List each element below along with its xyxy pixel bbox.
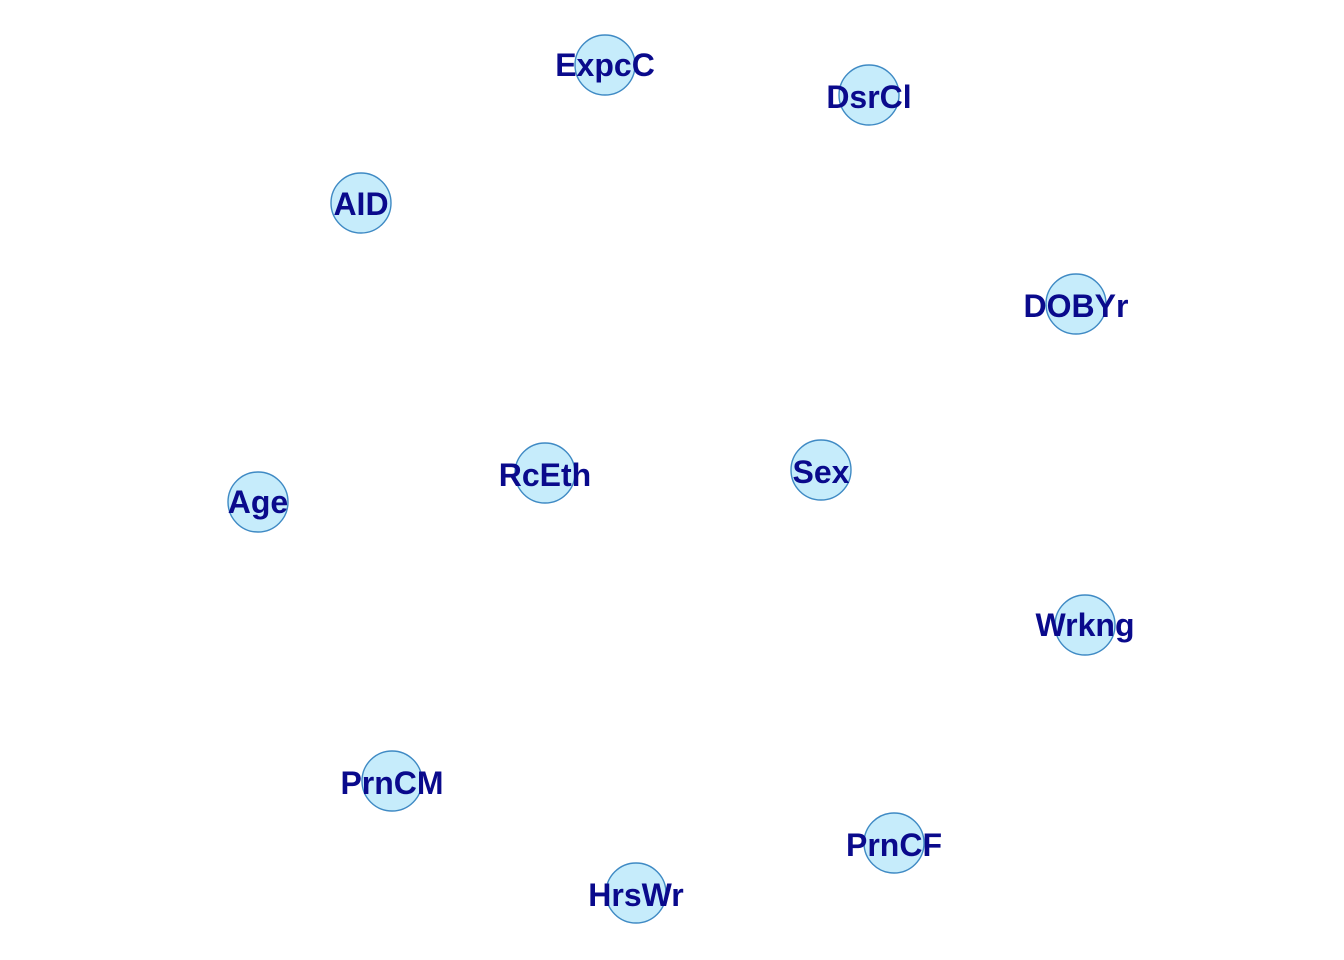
node-label: ExpcC [555, 47, 655, 83]
node-label: DOBYr [1024, 288, 1129, 324]
node-circle [863, 812, 925, 874]
node-label: HrsWr [588, 877, 683, 913]
node-circle [330, 172, 392, 234]
node-rceth[interactable]: RcEth [499, 442, 591, 504]
node-dsrcl[interactable]: DsrCl [826, 64, 912, 126]
node-age[interactable]: Age [227, 471, 289, 533]
node-prncm[interactable]: PrnCM [340, 750, 444, 812]
node-circle [361, 750, 423, 812]
node-circle [790, 439, 852, 501]
node-label: AID [333, 186, 388, 222]
node-circle [227, 471, 289, 533]
node-circle [1054, 594, 1116, 656]
node-circle [838, 64, 900, 126]
node-expcc[interactable]: ExpcC [555, 34, 655, 96]
node-label: Sex [793, 454, 850, 490]
node-label: PrnCF [846, 827, 942, 863]
node-sex[interactable]: Sex [790, 439, 852, 501]
node-label: PrnCM [340, 765, 443, 801]
node-wrkng[interactable]: Wrkng [1036, 594, 1135, 656]
node-circle [574, 34, 636, 96]
node-circle [605, 862, 667, 924]
node-label: Wrkng [1036, 607, 1135, 643]
node-label: DsrCl [826, 79, 911, 115]
node-hrswr[interactable]: HrsWr [588, 862, 684, 924]
node-dobyr[interactable]: DOBYr [1024, 273, 1129, 335]
node-label: Age [228, 484, 288, 520]
node-prncf[interactable]: PrnCF [846, 812, 942, 874]
node-label: RcEth [499, 457, 591, 493]
node-circle [1045, 273, 1107, 335]
node-aid[interactable]: AID [330, 172, 392, 234]
node-circle [514, 442, 576, 504]
